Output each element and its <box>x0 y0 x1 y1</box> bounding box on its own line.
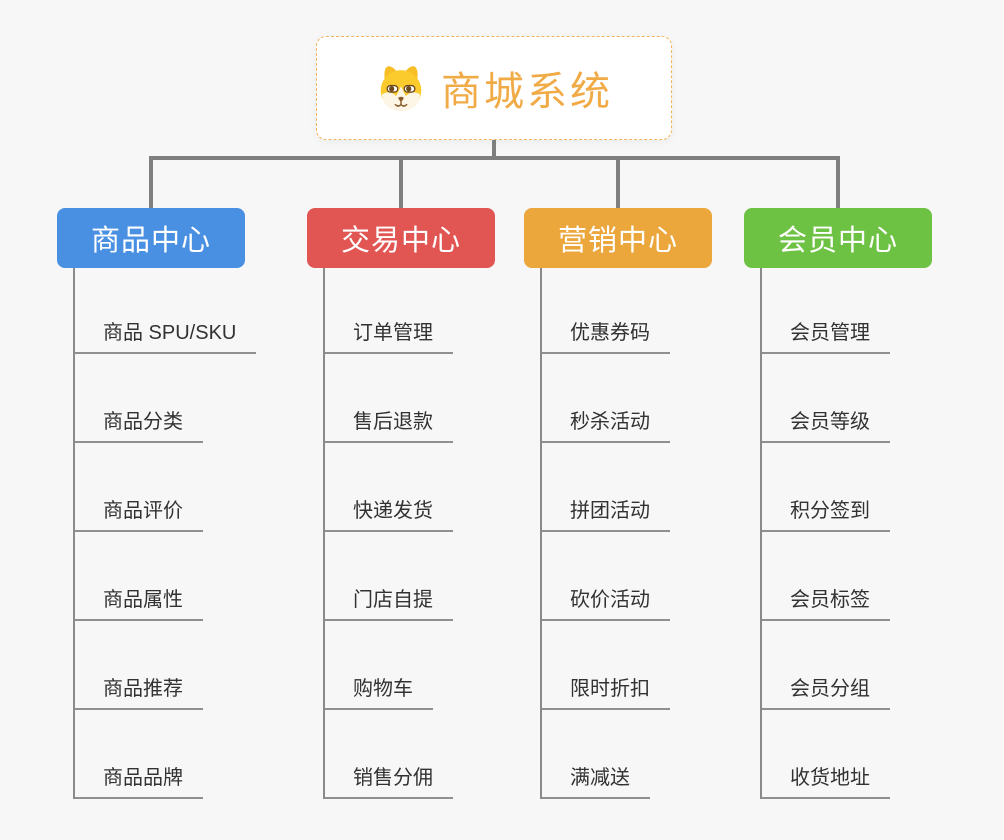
dog-mascot-icon <box>380 66 422 111</box>
connector-drop-trade <box>399 158 403 210</box>
leaf-node[interactable]: 售后退款 <box>325 354 453 443</box>
leaf-node[interactable]: 满减送 <box>542 710 650 799</box>
leaf-node[interactable]: 商品品牌 <box>75 710 203 799</box>
leaf-node[interactable]: 商品 SPU/SKU <box>75 268 257 354</box>
branch-list-marketing: 优惠券码 秒杀活动 拼团活动 砍价活动 限时折扣 满减送 <box>540 268 670 799</box>
branch-list-product: 商品 SPU/SKU 商品分类 商品评价 商品属性 商品推荐 商品品牌 <box>73 268 257 799</box>
leaf-node[interactable]: 会员等级 <box>762 354 890 443</box>
leaf-node[interactable]: 砍价活动 <box>542 532 670 621</box>
leaf-node[interactable]: 积分签到 <box>762 443 890 532</box>
connector-drop-member <box>836 158 840 210</box>
branch-list-trade: 订单管理 售后退款 快递发货 门店自提 购物车 销售分佣 <box>323 268 453 799</box>
leaf-node[interactable]: 商品评价 <box>75 443 203 532</box>
leaf-node[interactable]: 收货地址 <box>762 710 890 799</box>
leaf-node[interactable]: 商品分类 <box>75 354 203 443</box>
leaf-node[interactable]: 秒杀活动 <box>542 354 670 443</box>
leaf-node[interactable]: 门店自提 <box>325 532 453 621</box>
leaf-node[interactable]: 商品属性 <box>75 532 203 621</box>
root-node[interactable]: 商城系统 <box>316 36 672 140</box>
leaf-node[interactable]: 购物车 <box>325 621 433 710</box>
leaf-node[interactable]: 优惠券码 <box>542 268 670 354</box>
branch-header-trade[interactable]: 交易中心 <box>307 208 495 268</box>
leaf-node[interactable]: 订单管理 <box>325 268 453 354</box>
branch-list-member: 会员管理 会员等级 积分签到 会员标签 会员分组 收货地址 <box>760 268 890 799</box>
leaf-node[interactable]: 会员标签 <box>762 532 890 621</box>
connector-root-stem <box>492 140 496 158</box>
leaf-node[interactable]: 销售分佣 <box>325 710 453 799</box>
root-title: 商城系统 <box>441 70 613 114</box>
connector-rail <box>149 156 840 160</box>
branch-header-product[interactable]: 商品中心 <box>57 208 245 268</box>
connector-drop-marketing <box>616 158 620 210</box>
leaf-node[interactable]: 会员管理 <box>762 268 890 354</box>
connector-drop-product <box>149 158 153 210</box>
leaf-node[interactable]: 拼团活动 <box>542 443 670 532</box>
leaf-node[interactable]: 快递发货 <box>325 443 453 532</box>
branch-header-marketing[interactable]: 营销中心 <box>524 208 712 268</box>
leaf-node[interactable]: 商品推荐 <box>75 621 203 710</box>
leaf-node[interactable]: 会员分组 <box>762 621 890 710</box>
leaf-node[interactable]: 限时折扣 <box>542 621 670 710</box>
branch-header-member[interactable]: 会员中心 <box>744 208 932 268</box>
